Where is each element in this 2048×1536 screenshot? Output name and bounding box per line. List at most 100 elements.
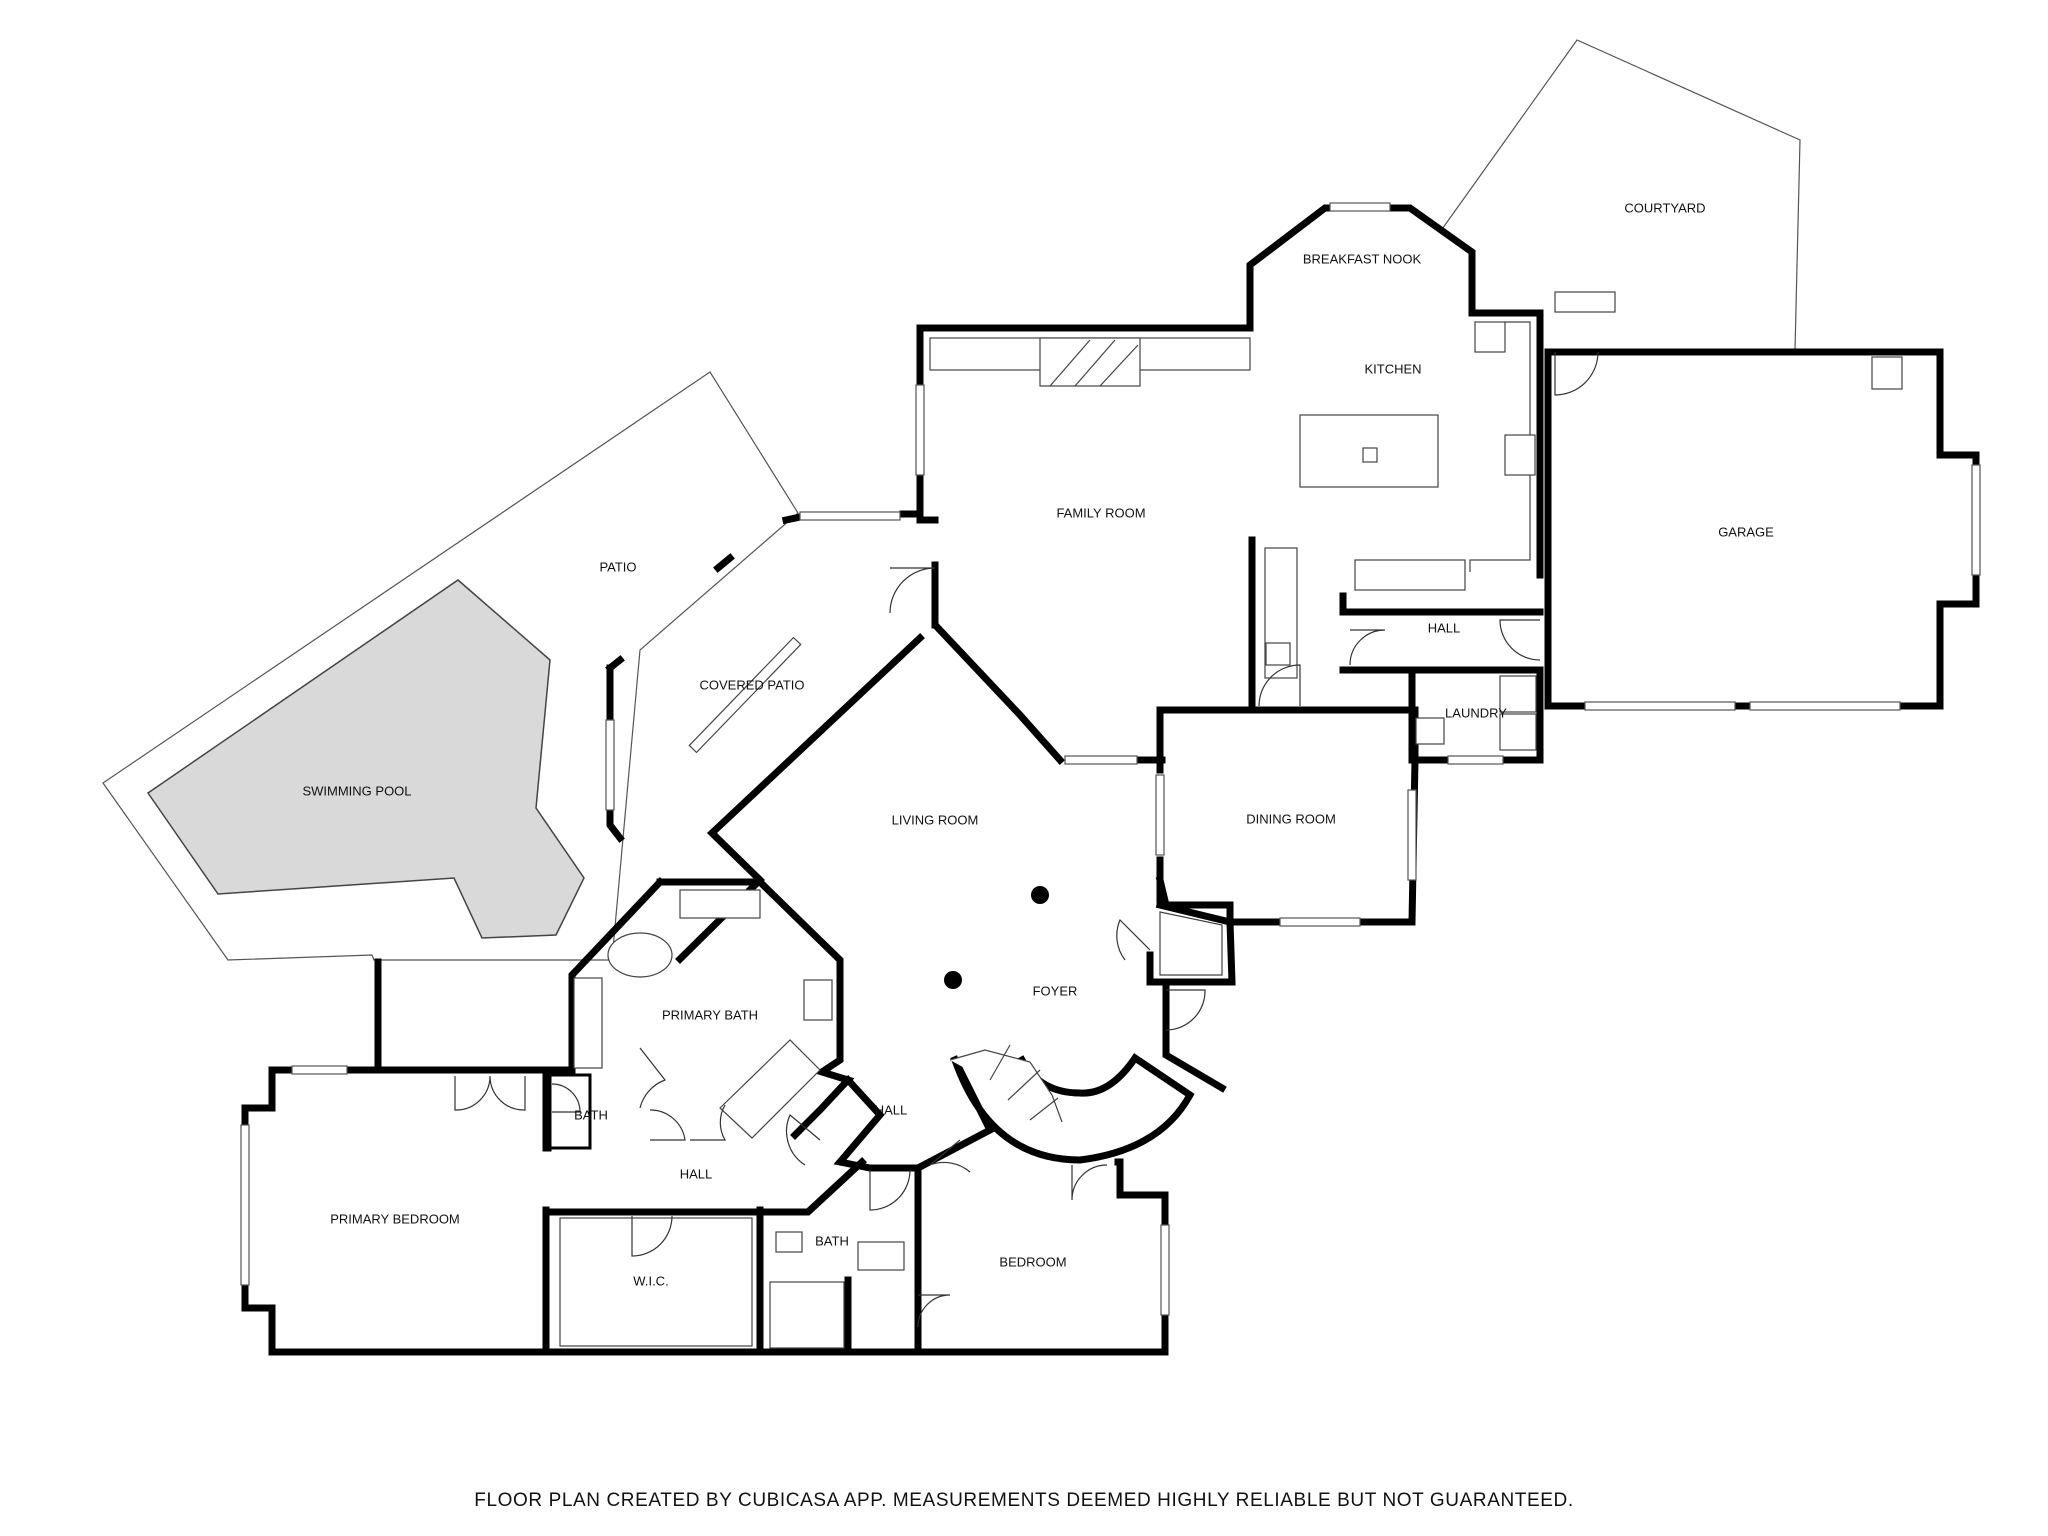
breakfast-window-n: [1329, 202, 1391, 212]
living-room-west: [675, 633, 925, 964]
label-laundry: LAUNDRY: [1445, 705, 1507, 720]
door-hall-kitchen-west: [1349, 629, 1386, 666]
door-foyer-closet: [1116, 918, 1151, 961]
sliding-door-covered-patio: [688, 636, 802, 754]
covered-patio-seg1: [713, 553, 735, 573]
door-primary-bath: [639, 1047, 666, 1109]
living-room-ne: [933, 623, 1065, 765]
door-bedroom-bath: [917, 1294, 951, 1328]
foyer-stair-curve: [950, 1053, 1195, 1164]
foyer-stair-tread-1: [989, 1044, 1011, 1081]
label-breakfast-nook: BREAKFAST NOOK: [1303, 251, 1422, 266]
kitchen-fridge: [1474, 321, 1506, 353]
living-window-n: [1064, 755, 1138, 765]
label-living-room: LIVING ROOM: [892, 812, 979, 827]
door-primary-bedroom-french: [454, 1075, 526, 1111]
label-kitchen: KITCHEN: [1364, 361, 1421, 376]
room-labels: COURTYARD BREAKFAST NOOK KITCHEN FAMILY …: [302, 200, 1774, 1288]
bedroom-walls: [914, 1158, 1169, 1356]
fireplace-hatch-1: [1049, 339, 1091, 387]
door-primary-closet: [649, 1109, 686, 1141]
covered-patio-ne: [781, 512, 805, 525]
label-hall-lower: HALL: [680, 1166, 713, 1181]
family-window-w: [915, 384, 925, 476]
fixtures: [559, 291, 1903, 1349]
primary-bedroom-window-w: [240, 1124, 250, 1286]
primary-bath-vanity-e: [803, 979, 833, 1021]
door-swings: [454, 351, 1599, 1328]
kitchen-range: [1504, 434, 1536, 476]
swimming-pool: [146, 579, 585, 939]
courtyard-gate: [1554, 291, 1616, 313]
label-family-room: FAMILY ROOM: [1056, 505, 1145, 520]
door-hall-bath: [869, 1169, 911, 1211]
living-room-column-2: [944, 971, 962, 989]
hall-walls: [1339, 592, 1544, 616]
label-bath-primary-small: BATH: [574, 1107, 608, 1122]
fireplace-hatch-2: [1074, 339, 1116, 387]
foyer-closet-stairs: [1159, 911, 1223, 976]
bedroom-window-e: [1160, 1224, 1170, 1316]
hall-center-walls: [833, 1075, 922, 1172]
label-hall-center: HALL: [875, 1102, 908, 1117]
bath-lower-vanity: [857, 1241, 905, 1271]
outdoor-outlines: [102, 39, 1801, 961]
laundry-sink: [1415, 717, 1445, 745]
wic-east: [756, 1157, 867, 1216]
covered-patio-window-n: [799, 511, 901, 521]
primary-bath-vanity-n: [679, 889, 761, 919]
door-hall-west: [785, 1114, 821, 1166]
garage-window-e: [1971, 464, 1981, 576]
laundry-dryer: [1499, 713, 1537, 751]
footer-disclaimer: FLOOR PLAN CREATED BY CUBICASA APP. MEAS…: [474, 1490, 1574, 1511]
door-foyer-entry: [1165, 989, 1206, 1031]
fireplace-hatch-3: [1099, 344, 1139, 387]
hall-center-east: [913, 1055, 995, 1173]
label-garage: GARAGE: [1718, 524, 1774, 539]
covered-patio-window-w: [605, 719, 615, 811]
bath-lower-shower: [769, 1281, 845, 1349]
laundry-window-s: [1447, 755, 1504, 765]
living-room-column-1: [1031, 886, 1049, 904]
dining-window-e: [1407, 789, 1417, 881]
kitchen-counter-south: [1354, 559, 1466, 591]
bath-lower-toilet: [775, 1231, 803, 1253]
door-hall-bedroom: [929, 1139, 971, 1173]
door-bedroom-closet: [1071, 1164, 1108, 1201]
label-courtyard: COURTYARD: [1624, 200, 1705, 215]
breakfast-nook-walls: [1246, 204, 1544, 579]
bath-primary-small-box: [550, 1073, 592, 1150]
foyer-east-wall: [1162, 978, 1227, 1093]
fireplace: [1039, 337, 1141, 387]
courtyard-outline: [1439, 39, 1801, 351]
foyer-closet-walls: [1146, 900, 1236, 986]
laundry-washer: [1499, 675, 1537, 713]
primary-bedroom-window-n: [291, 1065, 348, 1075]
label-primary-bedroom: PRIMARY BEDROOM: [330, 1211, 460, 1226]
dining-window-s: [1279, 917, 1361, 927]
foyer-stair-tread-2: [1007, 1069, 1041, 1101]
wic-shelving: [559, 1217, 753, 1347]
label-patio: PATIO: [599, 559, 636, 574]
windows: [240, 202, 1981, 1316]
door-courtyard-garage: [1554, 351, 1599, 396]
foyer-stairs: [949, 1049, 1063, 1123]
covered-patio-north: [605, 655, 625, 673]
foyer-stair-tread-3: [1029, 1097, 1059, 1121]
bath-sink-hall: [1265, 642, 1291, 666]
primary-shower: [719, 1039, 821, 1139]
label-wic: W.I.C.: [633, 1273, 668, 1288]
label-hall-upper: HALL: [1428, 620, 1461, 635]
label-primary-bath: PRIMARY BATH: [662, 1007, 758, 1022]
primary-closet-shelving: [573, 977, 603, 1069]
primary-bath-west: [546, 877, 665, 1074]
door-family-covered-patio: [889, 567, 936, 614]
kitchen-counter-east: [1469, 321, 1531, 572]
label-covered-patio: COVERED PATIO: [700, 677, 805, 692]
door-bath-primary-small: [551, 1083, 581, 1113]
garage-cabinet: [1871, 356, 1903, 390]
dining-window-w: [1155, 774, 1165, 856]
walls: [241, 204, 1980, 1356]
bath-lower-walls: [756, 1164, 922, 1356]
